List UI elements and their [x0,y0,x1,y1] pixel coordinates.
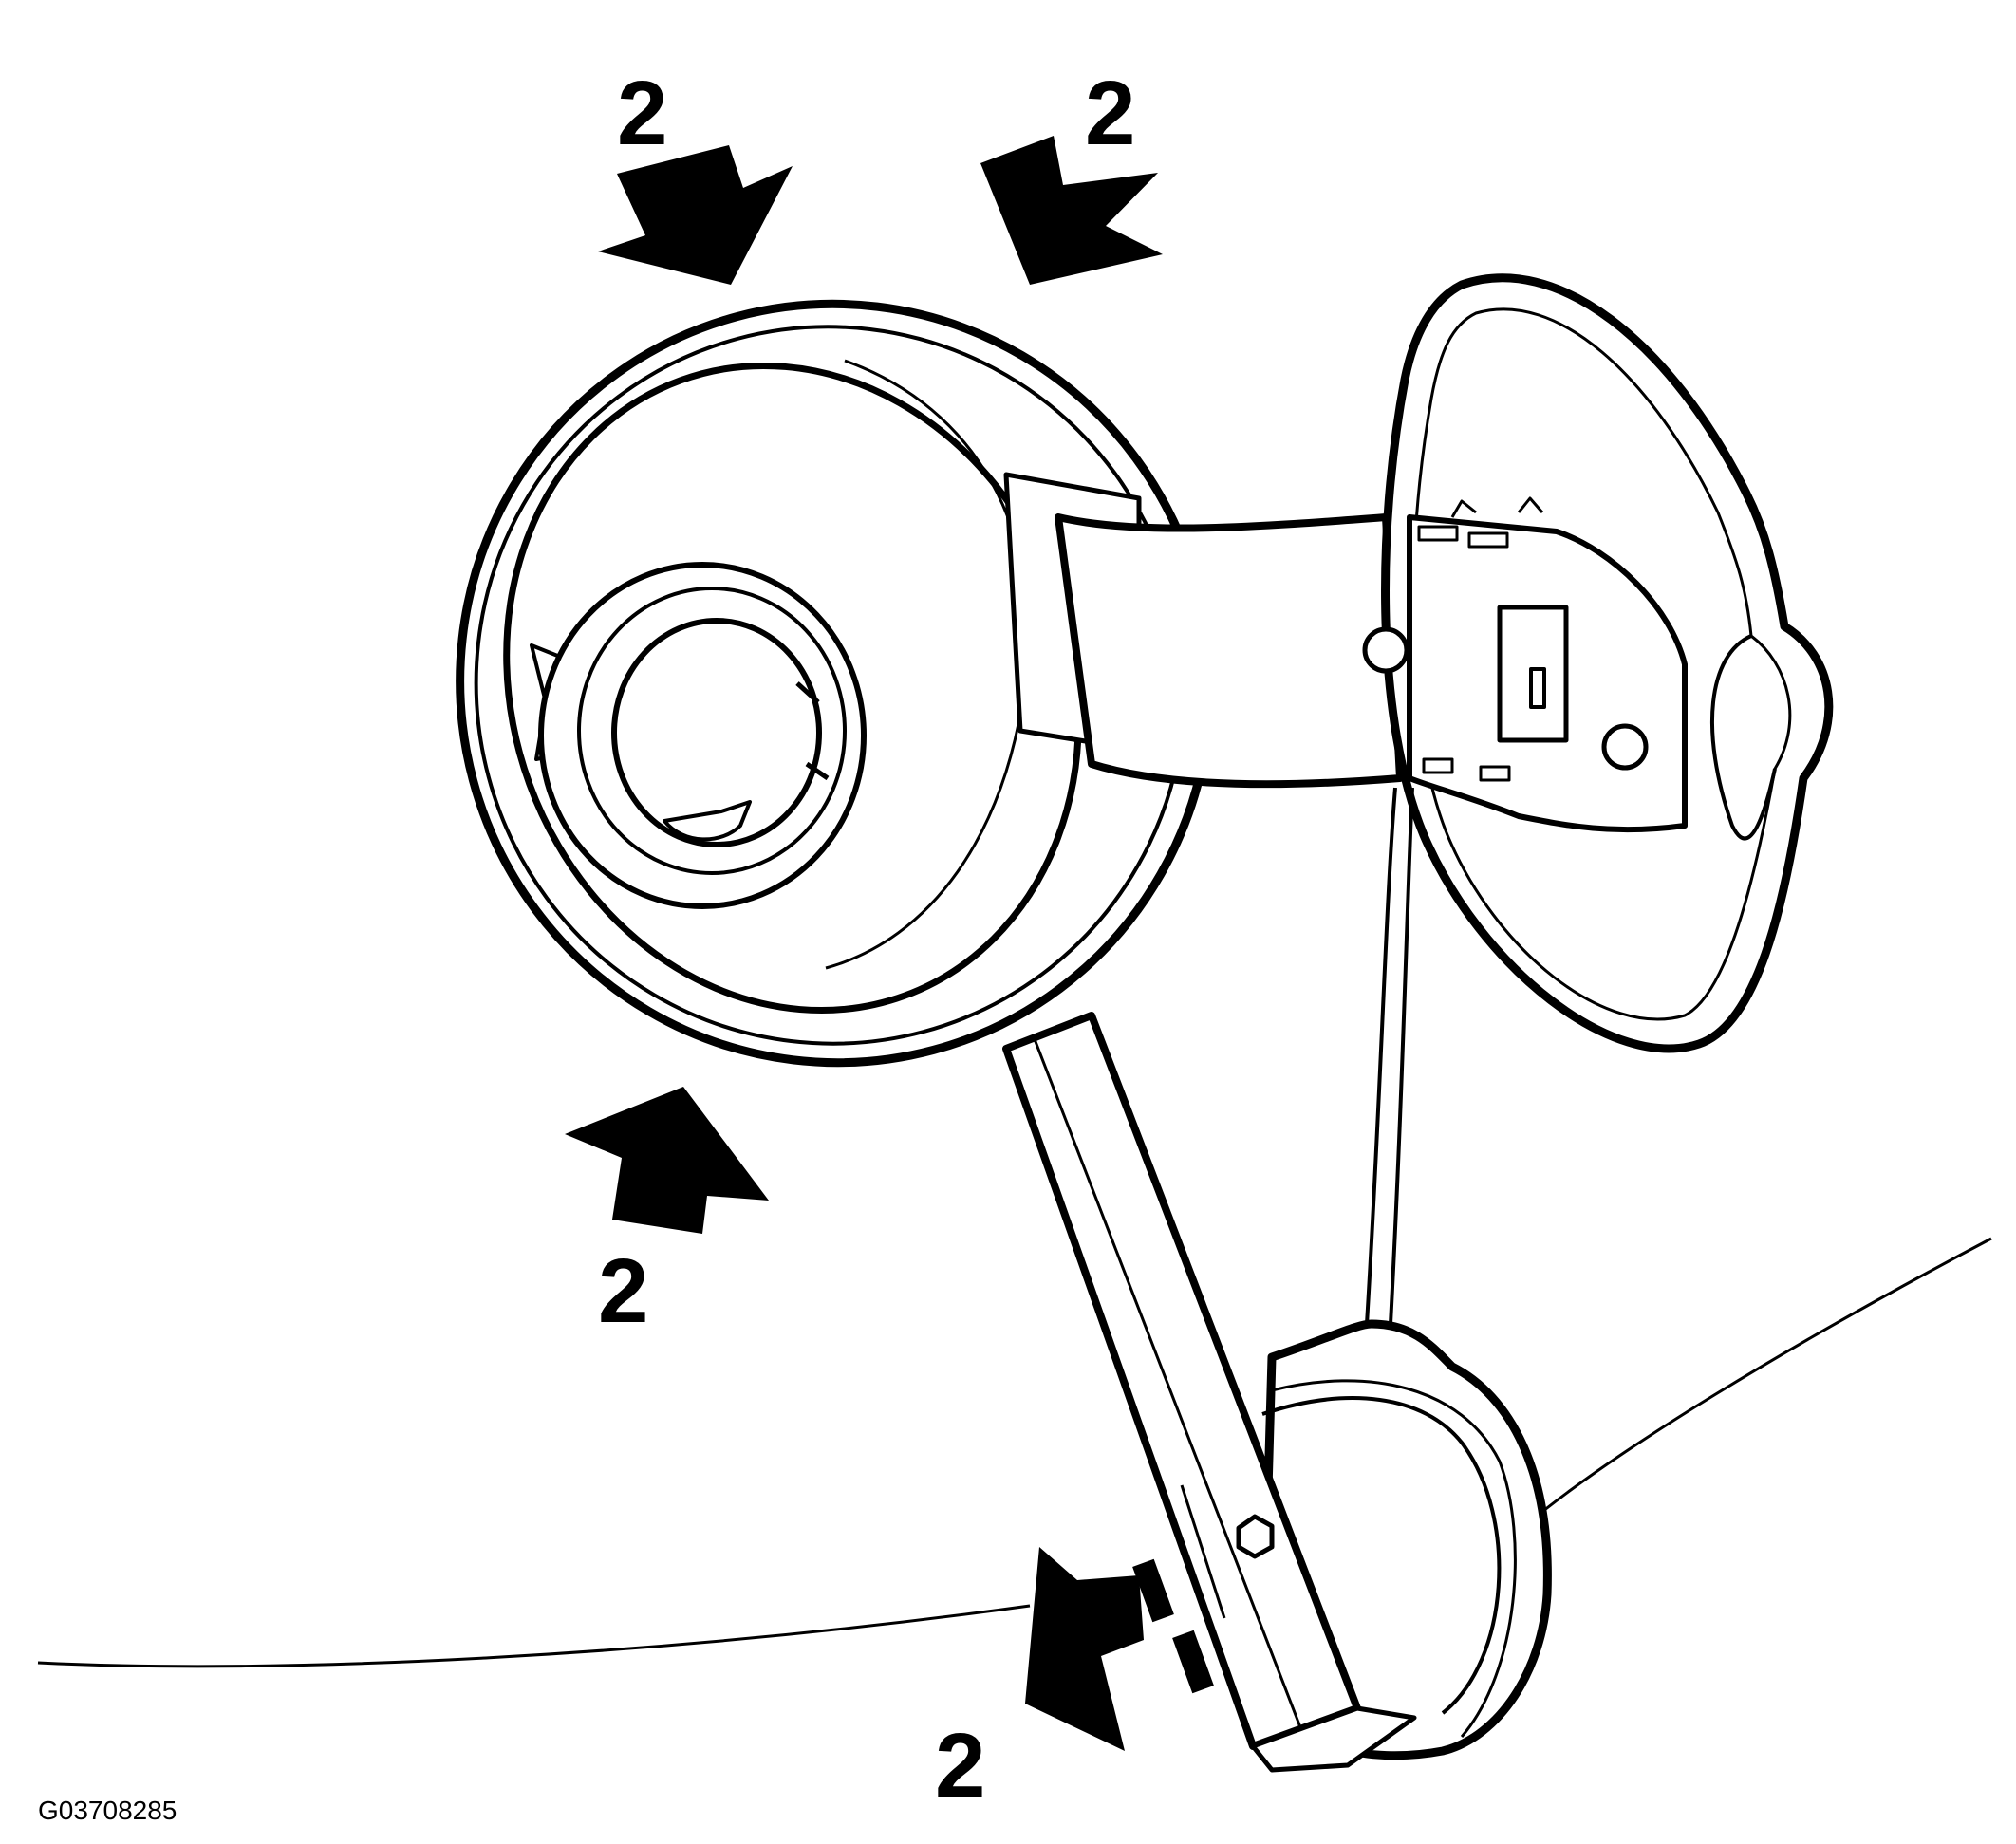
callout-label-top-right: 2 [1085,63,1135,164]
plate-tab-2 [1467,531,1509,549]
tool-spacer-blocks [1132,1558,1214,1694]
plate-screw-right [1601,723,1649,771]
flap-bulge [1710,634,1777,841]
callout-label-top-left: 2 [617,63,667,164]
right-body-line [1527,1237,1992,1525]
latch-slot [1529,667,1546,709]
arrow-top-right [980,136,1163,285]
figure-id: G03708285 [38,1796,177,1825]
callout-label-left-lower: 2 [598,1240,648,1342]
cap-tether-strap [1365,787,1414,1325]
nozzle-flap [663,800,752,842]
fuel-cap-rim [1271,1379,1517,1738]
callout-label-bottom: 2 [935,1715,985,1816]
body-panel-lines [37,1237,1992,1668]
tool-hex-bolt [1236,1514,1275,1559]
arrow-left-lower [565,1087,769,1234]
fuel-cap-inner-ring [1261,1396,1502,1715]
tool-bracket-bottom [1250,1705,1417,1773]
callout-arrows [565,136,1163,1751]
removal-tool [1002,1012,1417,1773]
tool-bar-edge [1033,1038,1302,1728]
lower-body-line [37,1604,1031,1668]
nozzle-slot-lower [805,761,830,781]
nozzle-middle-ring [577,587,847,875]
hinge-pivot-pin [1362,626,1409,674]
fuel-filler-flap [1362,273,1834,1053]
plate-tab-3 [1422,757,1454,774]
hinge-arm [1003,472,1404,789]
spacer-block-2 [1172,1630,1214,1694]
nozzle-slot-upper [795,681,820,704]
plate-top-lugs [1450,496,1544,518]
spacer-block-1 [1132,1558,1174,1623]
arrow-bottom [1025,1547,1144,1751]
tool-slot-line [1180,1484,1226,1619]
plate-tab-1 [1417,525,1459,542]
hinge-arm-front [1055,513,1404,789]
arrow-top-left [598,145,793,285]
plate-tab-4 [1479,765,1511,782]
nozzle-inner-ring [611,618,822,847]
